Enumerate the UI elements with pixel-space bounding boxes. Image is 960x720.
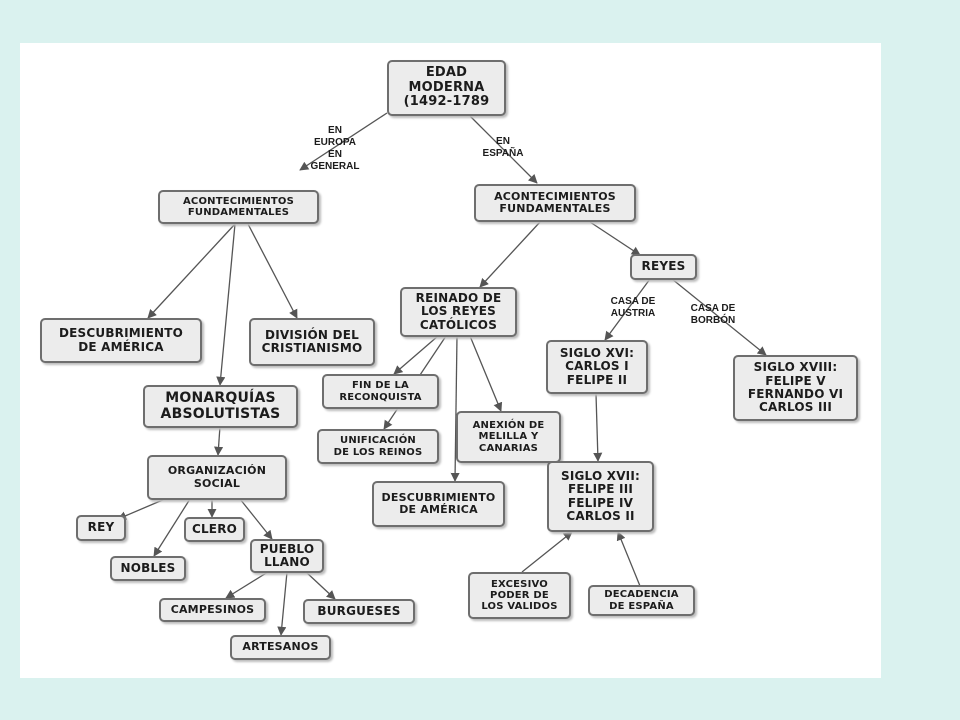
edge-reyes-xviii bbox=[671, 278, 767, 356]
edge-acont-monarquias bbox=[216, 223, 236, 386]
link-label-casa-austria: CASA DE AUSTRIA bbox=[610, 296, 656, 319]
edge-root-europa bbox=[299, 112, 388, 171]
edge-organizacion-nobles bbox=[153, 498, 191, 557]
node-burgueses[interactable]: BURGUESES bbox=[303, 599, 415, 624]
edge-reinado-anexion bbox=[469, 335, 503, 412]
link-label-en-espana: EN ESPAÑA bbox=[482, 136, 524, 159]
node-campesinos[interactable]: CAMPESINOS bbox=[159, 598, 266, 622]
edge-organizacion-pueblo bbox=[239, 498, 273, 540]
node-pueblo-llano[interactable]: PUEBLO LLANO bbox=[250, 539, 324, 573]
node-acontecimientos-espana[interactable]: ACONTECIMIENTOS FUNDAMENTALES bbox=[474, 184, 636, 222]
edge-reyes-xvi bbox=[604, 278, 651, 341]
node-clero[interactable]: CLERO bbox=[184, 517, 245, 542]
node-siglo-xvii[interactable]: SIGLO XVII: FELIPE III FELIPE IV CARLOS … bbox=[547, 461, 654, 532]
node-descubrimiento-america-europa[interactable]: DESCUBRIMIENTO DE AMÉRICA bbox=[40, 318, 202, 363]
node-siglo-xvi[interactable]: SIGLO XVI: CARLOS I FELIPE II bbox=[546, 340, 648, 394]
node-excesivo-poder-validos[interactable]: EXCESIVO PODER DE LOS VALIDOS bbox=[468, 572, 571, 619]
edge-acont-descubrimiento bbox=[147, 223, 236, 319]
edge-acont-reyes bbox=[589, 221, 641, 256]
node-monarquias-absolutistas[interactable]: MONARQUÍAS ABSOLUTISTAS bbox=[143, 385, 298, 428]
edge-reinado-descubrimiento bbox=[450, 335, 460, 482]
edge-pueblo-burgueses bbox=[305, 571, 336, 600]
node-rey[interactable]: REY bbox=[76, 515, 126, 541]
edge-excesivo-xvii bbox=[521, 531, 573, 573]
link-label-casa-borbon: CASA DE BORBÓN bbox=[690, 303, 736, 326]
edge-organizacion-rey bbox=[117, 498, 166, 520]
node-reinado-reyes-catolicos[interactable]: REINADO DE LOS REYES CATÓLICOS bbox=[400, 287, 517, 337]
node-artesanos[interactable]: ARTESANOS bbox=[230, 635, 331, 660]
edge-monarquias-organizacion bbox=[214, 425, 224, 456]
link-label-en-europa: EN EUROPA EN GENERAL bbox=[310, 125, 360, 172]
edge-xvi-xvii bbox=[593, 393, 603, 462]
node-descubrimiento-america-espana[interactable]: DESCUBRIMIENTO DE AMÉRICA bbox=[372, 481, 505, 527]
node-acontecimientos-europa[interactable]: ACONTECIMIENTOS FUNDAMENTALES bbox=[158, 190, 319, 224]
node-decadencia-espana[interactable]: DECADENCIA DE ESPAÑA bbox=[588, 585, 695, 616]
node-organizacion-social[interactable]: ORGANIZACIÓN SOCIAL bbox=[147, 455, 287, 500]
node-siglo-xviii[interactable]: SIGLO XVIII: FELIPE V FERNANDO VI CARLOS… bbox=[733, 355, 858, 421]
node-unificacion-reinos[interactable]: UNIFICACIÓN DE LOS REINOS bbox=[317, 429, 439, 464]
node-reyes[interactable]: REYES bbox=[630, 254, 697, 280]
edge-reinado-fin bbox=[393, 335, 439, 375]
edge-acont-reinado bbox=[479, 221, 541, 288]
root-node[interactable]: EDAD MODERNA (1492-1789 bbox=[387, 60, 506, 116]
node-anexion-melilla-canarias[interactable]: ANEXIÓN DE MELILLA Y CANARIAS bbox=[456, 411, 561, 463]
edge-root-espana bbox=[469, 115, 538, 184]
edge-decadencia-xvii bbox=[616, 531, 641, 587]
edge-acont-division bbox=[247, 223, 298, 319]
edge-pueblo-campesinos bbox=[225, 571, 269, 599]
node-fin-reconquista[interactable]: FIN DE LA RECONQUISTA bbox=[322, 374, 439, 409]
node-division-cristianismo[interactable]: DIVISIÓN DEL CRISTIANISMO bbox=[249, 318, 375, 366]
edge-pueblo-artesanos bbox=[277, 571, 288, 636]
node-nobles[interactable]: NOBLES bbox=[110, 556, 186, 581]
